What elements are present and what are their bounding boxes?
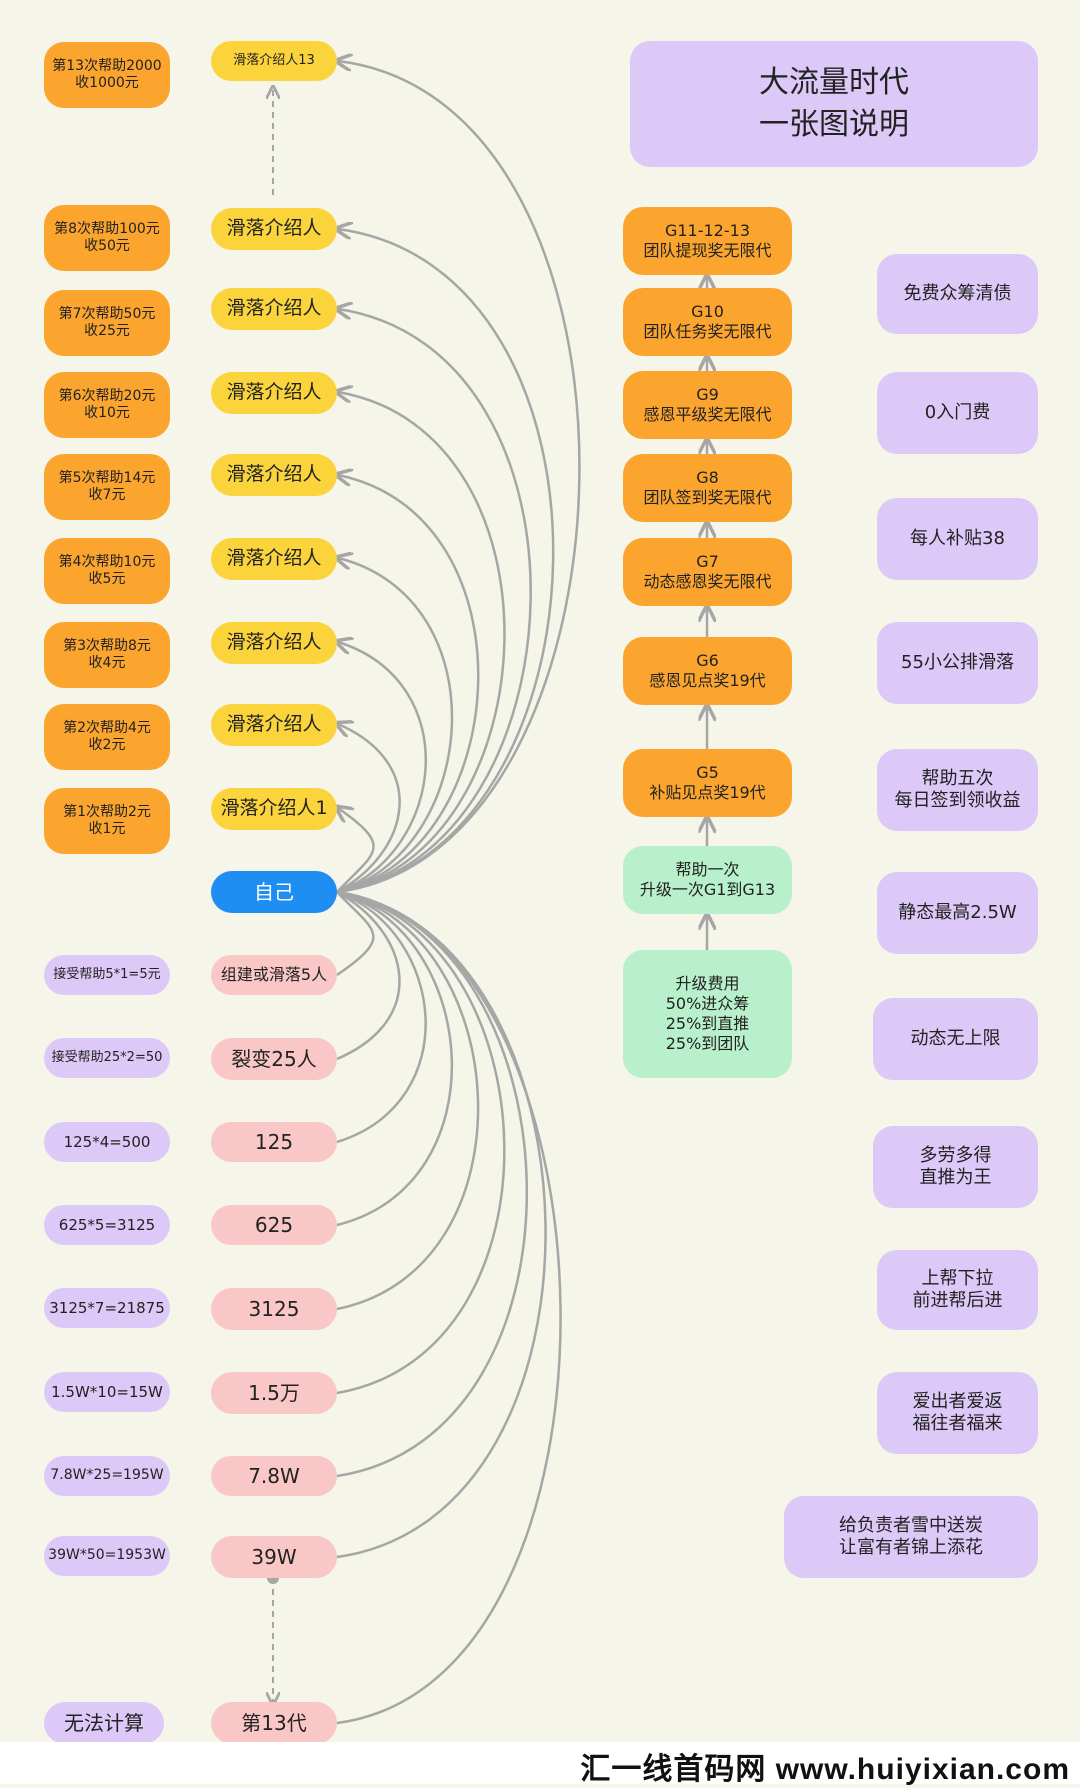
lower-connector-7 [336, 890, 528, 1478]
team-node-1: 组建或滑落5人 [211, 955, 337, 995]
lower-connectors [336, 890, 562, 1725]
referrer-node-8: 滑落介绍人 [211, 208, 337, 250]
team-node-2: 裂变25人 [211, 1038, 337, 1080]
level-g7: G7 动态感恩奖无限代 [623, 538, 792, 606]
team-node-4: 625 [211, 1205, 337, 1245]
upper-connector-2 [337, 724, 401, 894]
level-g5: G5 补贴见点奖19代 [623, 749, 792, 817]
level-g8: G8 团队签到奖无限代 [623, 454, 792, 522]
referrer-node-4: 滑落介绍人 [211, 538, 337, 580]
level-help-upgrade: 帮助一次 升级一次G1到G13 [623, 846, 792, 914]
lower-connector-5 [336, 890, 480, 1311]
team-node-5: 3125 [211, 1288, 337, 1330]
lower-connector-4 [336, 890, 453, 1227]
calc-node-6: 1.5W*10=15W [44, 1372, 170, 1412]
feature-box-7: 动态无上限 [873, 998, 1038, 1080]
help-box-3: 第3次帮助8元 收4元 [44, 622, 170, 688]
level-g6: G6 感恩见点奖19代 [623, 637, 792, 705]
referrer-node-7: 滑落介绍人 [211, 288, 337, 330]
footer-bar: 汇一线首码网 www.huiyixian.com [0, 1742, 1080, 1786]
calc-node-7: 7.8W*25=195W [44, 1456, 170, 1496]
feature-box-3: 每人补贴38 [877, 498, 1038, 580]
upper-connectors [337, 61, 581, 894]
help-box-7: 第7次帮助50元 收25元 [44, 290, 170, 356]
upper-connector-8 [337, 229, 555, 894]
level-g11-13: G11-12-13 团队提现奖无限代 [623, 207, 792, 275]
help-box-2: 第2次帮助4元 收2元 [44, 704, 170, 770]
upper-connector-7 [337, 309, 532, 894]
calc-node-13: 无法计算 [44, 1702, 164, 1744]
level-g9: G9 感恩平级奖无限代 [623, 371, 792, 439]
team-node-8: 39W [211, 1536, 337, 1578]
footer-watermark: 汇一线首码网 www.huiyixian.com [580, 1753, 1070, 1786]
team-node-6: 1.5万 [211, 1372, 337, 1414]
lower-connector-2 [336, 890, 401, 1061]
calc-node-8: 39W*50=1953W [44, 1536, 170, 1576]
calc-node-1: 接受帮助5*1=5元 [44, 955, 170, 995]
upper-connector-3 [337, 642, 428, 894]
feature-box-2: 0入门费 [877, 372, 1038, 454]
lower-connector-6 [336, 890, 506, 1395]
lower-connector-1 [336, 891, 375, 977]
feature-box-5: 帮助五次 每日签到领收益 [877, 749, 1038, 831]
referrer-node-13: 滑落介绍人13 [211, 41, 337, 81]
upper-connector-1 [337, 808, 375, 893]
referrer-node-2: 滑落介绍人 [211, 704, 337, 746]
team-node-13: 第13代 [211, 1702, 337, 1744]
feature-box-9: 上帮下拉 前进帮后进 [877, 1250, 1038, 1330]
referrer-node-5: 滑落介绍人 [211, 454, 337, 496]
self-node: 自己 [211, 871, 337, 913]
help-box-1: 第1次帮助2元 收1元 [44, 788, 170, 854]
feature-box-1: 免费众筹清债 [877, 254, 1038, 334]
help-box-13: 第13次帮助2000 收1000元 [44, 42, 170, 108]
feature-box-10: 爱出者爱返 福往者福来 [877, 1372, 1038, 1454]
calc-node-3: 125*4=500 [44, 1122, 170, 1162]
referrer-node-3: 滑落介绍人 [211, 622, 337, 664]
referrer-node-6: 滑落介绍人 [211, 372, 337, 414]
calc-node-5: 3125*7=21875 [44, 1288, 170, 1328]
referrer-node-1: 滑落介绍人1 [211, 788, 337, 830]
feature-box-6: 静态最高2.5W [877, 872, 1038, 954]
help-box-8: 第8次帮助100元 收50元 [44, 205, 170, 271]
upper-connector-5 [337, 475, 480, 894]
page-title: 大流量时代 一张图说明 [630, 41, 1038, 167]
upper-connector-4 [337, 558, 454, 894]
feature-box-8: 多劳多得 直推为王 [873, 1126, 1038, 1208]
lower-connector-8 [336, 890, 547, 1559]
calc-node-4: 625*5=3125 [44, 1205, 170, 1245]
lower-connector-9 [336, 890, 562, 1725]
feature-box-4: 55小公排滑落 [877, 622, 1038, 704]
upper-connector-9 [337, 61, 581, 894]
calc-node-2: 接受帮助25*2=50 [44, 1038, 170, 1078]
help-box-6: 第6次帮助20元 收10元 [44, 372, 170, 438]
lower-connector-3 [336, 890, 427, 1144]
level-g10: G10 团队任务奖无限代 [623, 288, 792, 356]
level-upgrade-fee: 升级费用 50%进众筹 25%到直推 25%到团队 [623, 950, 792, 1078]
team-node-3: 125 [211, 1122, 337, 1162]
team-node-7: 7.8W [211, 1456, 337, 1496]
help-box-4: 第4次帮助10元 收5元 [44, 538, 170, 604]
help-box-5: 第5次帮助14元 收7元 [44, 454, 170, 520]
feature-box-11: 给负责者雪中送炭 让富有者锦上添花 [784, 1496, 1038, 1578]
upper-connector-6 [337, 392, 506, 894]
